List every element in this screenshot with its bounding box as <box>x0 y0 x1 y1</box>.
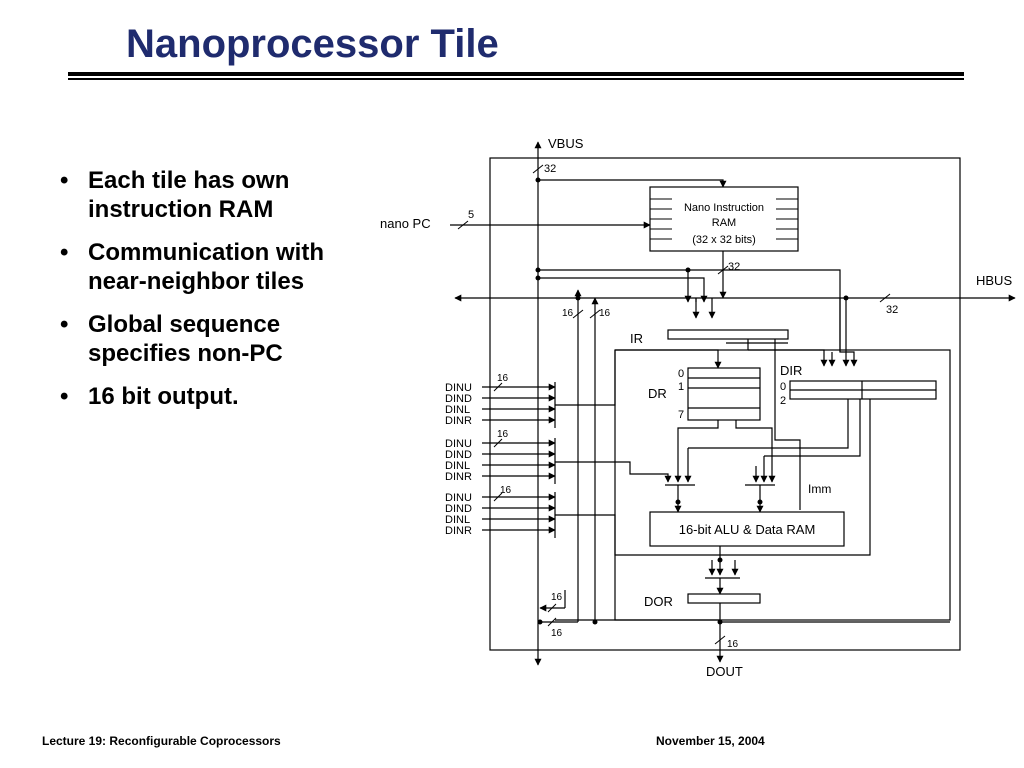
nano-ram-label: Nano Instruction <box>684 202 764 214</box>
bullet-item: Each tile has own instruction RAM <box>56 166 386 224</box>
dr-row-label: 0 <box>678 368 684 380</box>
din-label: DINR <box>445 525 472 537</box>
dr-row-label: 7 <box>678 409 684 421</box>
width-label: 5 <box>468 209 474 221</box>
din-label: DINU <box>445 438 472 450</box>
ir-label: IR <box>630 331 643 346</box>
din-label: DIND <box>445 449 472 461</box>
alu-box <box>649 511 845 547</box>
title-rule-thin <box>68 78 964 80</box>
din-label: DIND <box>445 503 472 515</box>
width-label: 16 <box>562 308 574 319</box>
width-label: 16 <box>551 628 563 639</box>
width-label: 16 <box>727 639 739 650</box>
dor-label: DOR <box>644 594 673 609</box>
width-label: 32 <box>886 304 898 316</box>
title-rule-thick <box>68 72 964 76</box>
din-label: DINU <box>445 492 472 504</box>
width-label: 32 <box>728 261 740 273</box>
din-label: DINR <box>445 415 472 427</box>
bullet-item: 16 bit output. <box>56 382 386 411</box>
dor-register <box>687 593 761 604</box>
din-label: DINR <box>445 471 472 483</box>
footer-lecture: Lecture 19: Reconfigurable Coprocessors <box>42 734 281 748</box>
bullet-item: Global sequence specifies non-PC <box>56 310 386 368</box>
din-label: DIND <box>445 393 472 405</box>
vbus-label: VBUS <box>548 136 584 151</box>
din-label: DINL <box>445 404 470 416</box>
nano-ram-label: RAM <box>712 217 736 229</box>
width-label: 16 <box>500 485 512 496</box>
alu-label: 16-bit ALU & Data RAM <box>679 522 816 537</box>
page-title: Nanoprocessor Tile <box>126 22 499 66</box>
din-label: DINL <box>445 514 470 526</box>
width-label: 32 <box>544 163 556 175</box>
nano-pc-label: nano PC <box>380 216 431 231</box>
footer-date: November 15, 2004 <box>656 734 765 748</box>
dout-label: DOUT <box>706 664 743 679</box>
width-label: 16 <box>551 592 563 603</box>
ir-register <box>667 329 789 340</box>
din-label: DINL <box>445 460 470 472</box>
dr-label: DR <box>648 386 667 401</box>
width-label: 16 <box>599 308 611 319</box>
bullet-item: Communication with near-neighbor tiles <box>56 238 386 296</box>
dr-register-file <box>687 367 761 421</box>
tile-border <box>489 157 961 651</box>
dir-row-label: 2 <box>780 395 786 407</box>
width-label: 16 <box>497 429 509 440</box>
bullet-list: Each tile has own instruction RAM Commun… <box>56 166 386 425</box>
nano-ram-label: (32 x 32 bits) <box>692 234 756 246</box>
din-label: DINU <box>445 382 472 394</box>
dr-row-label: 1 <box>678 381 684 393</box>
hbus-label: HBUS <box>976 273 1012 288</box>
dir-label: DIR <box>780 363 802 378</box>
imm-label: Imm <box>808 482 831 496</box>
dir-row-label: 0 <box>780 381 786 393</box>
width-label: 16 <box>497 373 509 384</box>
